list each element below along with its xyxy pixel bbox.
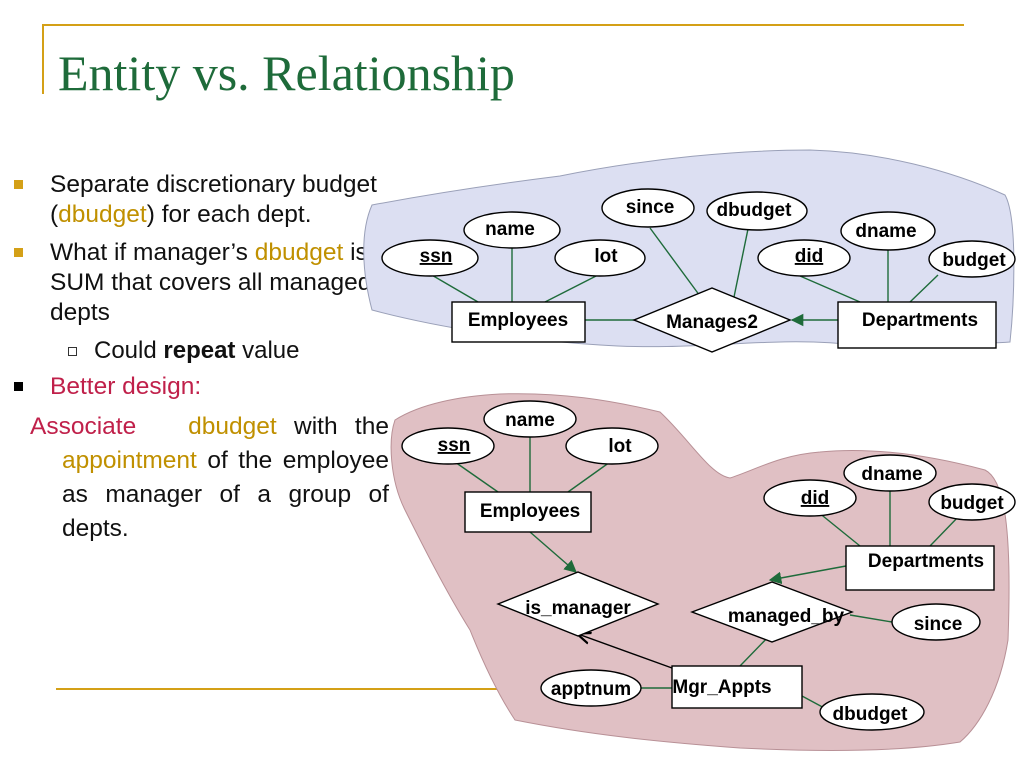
better-design-detail: Associate dbudget with the appointment o… xyxy=(30,413,389,542)
bottom-is-manager-relationship: is_manager xyxy=(496,571,660,637)
dbudget-highlight: dbudget xyxy=(254,239,344,266)
bottom-attr-name: name xyxy=(483,400,577,438)
dbudget-highlight: dbudget xyxy=(58,201,147,228)
bottom-attr-budget: budget xyxy=(928,483,1016,521)
square-bullet-icon xyxy=(14,248,23,257)
svg-text:name: name xyxy=(505,410,555,431)
svg-text:Manages2: Manages2 xyxy=(666,312,758,333)
bottom-attr-lot: lot xyxy=(565,427,659,465)
square-bullet-icon xyxy=(14,382,23,391)
svg-text:ssn: ssn xyxy=(420,246,453,267)
top-attr-budget: budget xyxy=(928,240,1016,278)
top-attr-dbudget: dbudget xyxy=(706,191,808,231)
svg-text:dbudget: dbudget xyxy=(717,200,793,221)
svg-text:lot: lot xyxy=(594,246,618,267)
bottom-managed-by-relationship: managed_by xyxy=(690,581,854,643)
svg-text:since: since xyxy=(914,614,963,635)
svg-text:Departments: Departments xyxy=(862,310,978,331)
bullet-better-design: Better design: xyxy=(14,372,389,402)
bottom-attr-did: did xyxy=(763,479,857,517)
svg-text:budget: budget xyxy=(942,250,1006,271)
svg-text:apptnum: apptnum xyxy=(551,679,631,700)
svg-text:lot: lot xyxy=(608,436,632,457)
svg-text:name: name xyxy=(485,219,535,240)
bottom-connectors xyxy=(454,436,961,711)
left-frame-line xyxy=(42,24,44,94)
bottom-departments-entity: Departments xyxy=(845,545,995,591)
top-employees-entity: Employees xyxy=(451,301,586,343)
top-attr-ssn: ssn xyxy=(381,239,479,277)
top-attr-dname: dname xyxy=(840,211,936,251)
top-frame-line xyxy=(42,24,964,26)
bottom-attr-ssn: ssn xyxy=(401,427,495,465)
sub-bullet-repeat: Could repeat value xyxy=(14,336,389,366)
svg-text:is_manager: is_manager xyxy=(525,598,631,619)
mgr-appts-to-is-manager-arrow xyxy=(578,634,673,669)
svg-text:budget: budget xyxy=(940,493,1004,514)
bottom-employees-entity: Employees xyxy=(464,491,592,533)
top-connectors xyxy=(429,227,939,327)
svg-text:dname: dname xyxy=(855,221,916,242)
top-attr-did: did xyxy=(757,239,851,277)
svg-text:dname: dname xyxy=(861,464,922,485)
svg-text:Employees: Employees xyxy=(468,310,568,331)
bottom-attr-dbudget: dbudget xyxy=(819,693,925,731)
slide-title: Entity vs. Relationship xyxy=(58,45,515,101)
top-attr-lot: lot xyxy=(554,239,646,277)
svg-text:managed_by: managed_by xyxy=(728,606,845,627)
top-attr-since: since xyxy=(601,188,695,228)
svg-text:Employees: Employees xyxy=(480,501,580,522)
svg-text:dbudget: dbudget xyxy=(833,704,909,725)
square-bullet-icon xyxy=(14,180,23,189)
svg-text:ssn: ssn xyxy=(438,435,471,456)
bottom-mgr-appts-entity: Mgr_Appts xyxy=(671,665,803,709)
svg-text:did: did xyxy=(801,488,830,509)
svg-text:Mgr_Appts: Mgr_Appts xyxy=(672,677,771,698)
top-manages2-relationship: Manages2 xyxy=(632,287,792,353)
bullet-separate-budget: Separate discretionary budget (dbudget) … xyxy=(14,170,389,230)
svg-text:did: did xyxy=(795,246,824,267)
top-attr-name: name xyxy=(463,211,561,249)
bottom-attr-dname: dname xyxy=(843,454,937,492)
top-departments-entity: Departments xyxy=(837,301,997,349)
svg-text:since: since xyxy=(626,197,675,218)
bottom-attr-since: since xyxy=(891,603,981,641)
bottom-attr-apptnum: apptnum xyxy=(540,669,642,707)
hollow-square-bullet-icon xyxy=(68,347,77,356)
svg-text:Departments: Departments xyxy=(868,551,984,572)
